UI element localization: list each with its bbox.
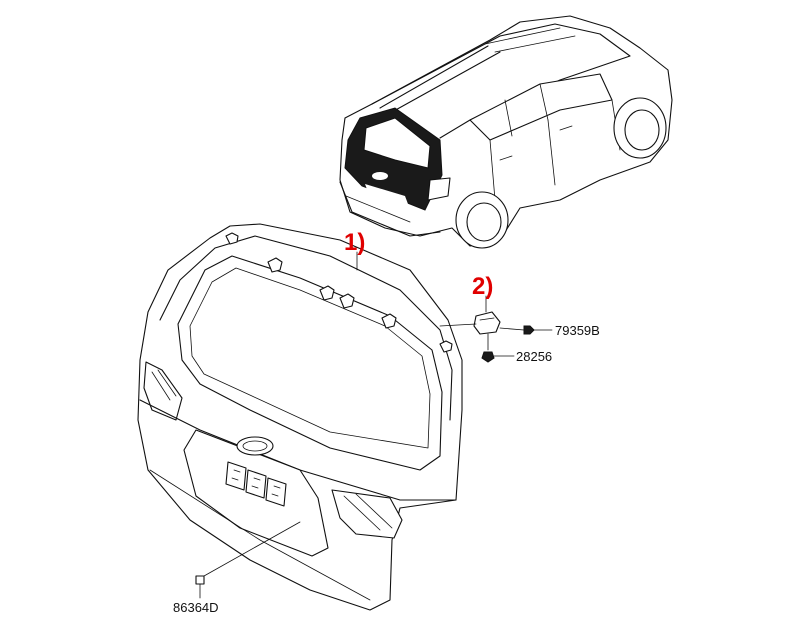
callout-tailgate: 1) (344, 229, 365, 256)
tailgate-assembly (137, 223, 463, 611)
callout-hinge: 2) (472, 273, 493, 300)
bolt-part (499, 325, 553, 335)
part-number-clip: 86364D (173, 600, 219, 615)
nut-part (481, 333, 515, 363)
model-badge (225, 461, 287, 507)
part-number-nut: 28256 (516, 349, 552, 364)
vehicle-locator-illustration (339, 15, 673, 249)
hinge-assembly (439, 311, 501, 335)
part-number-bolt: 79359B (555, 323, 600, 338)
clip-part (195, 521, 301, 599)
frame-bosses (225, 232, 453, 353)
